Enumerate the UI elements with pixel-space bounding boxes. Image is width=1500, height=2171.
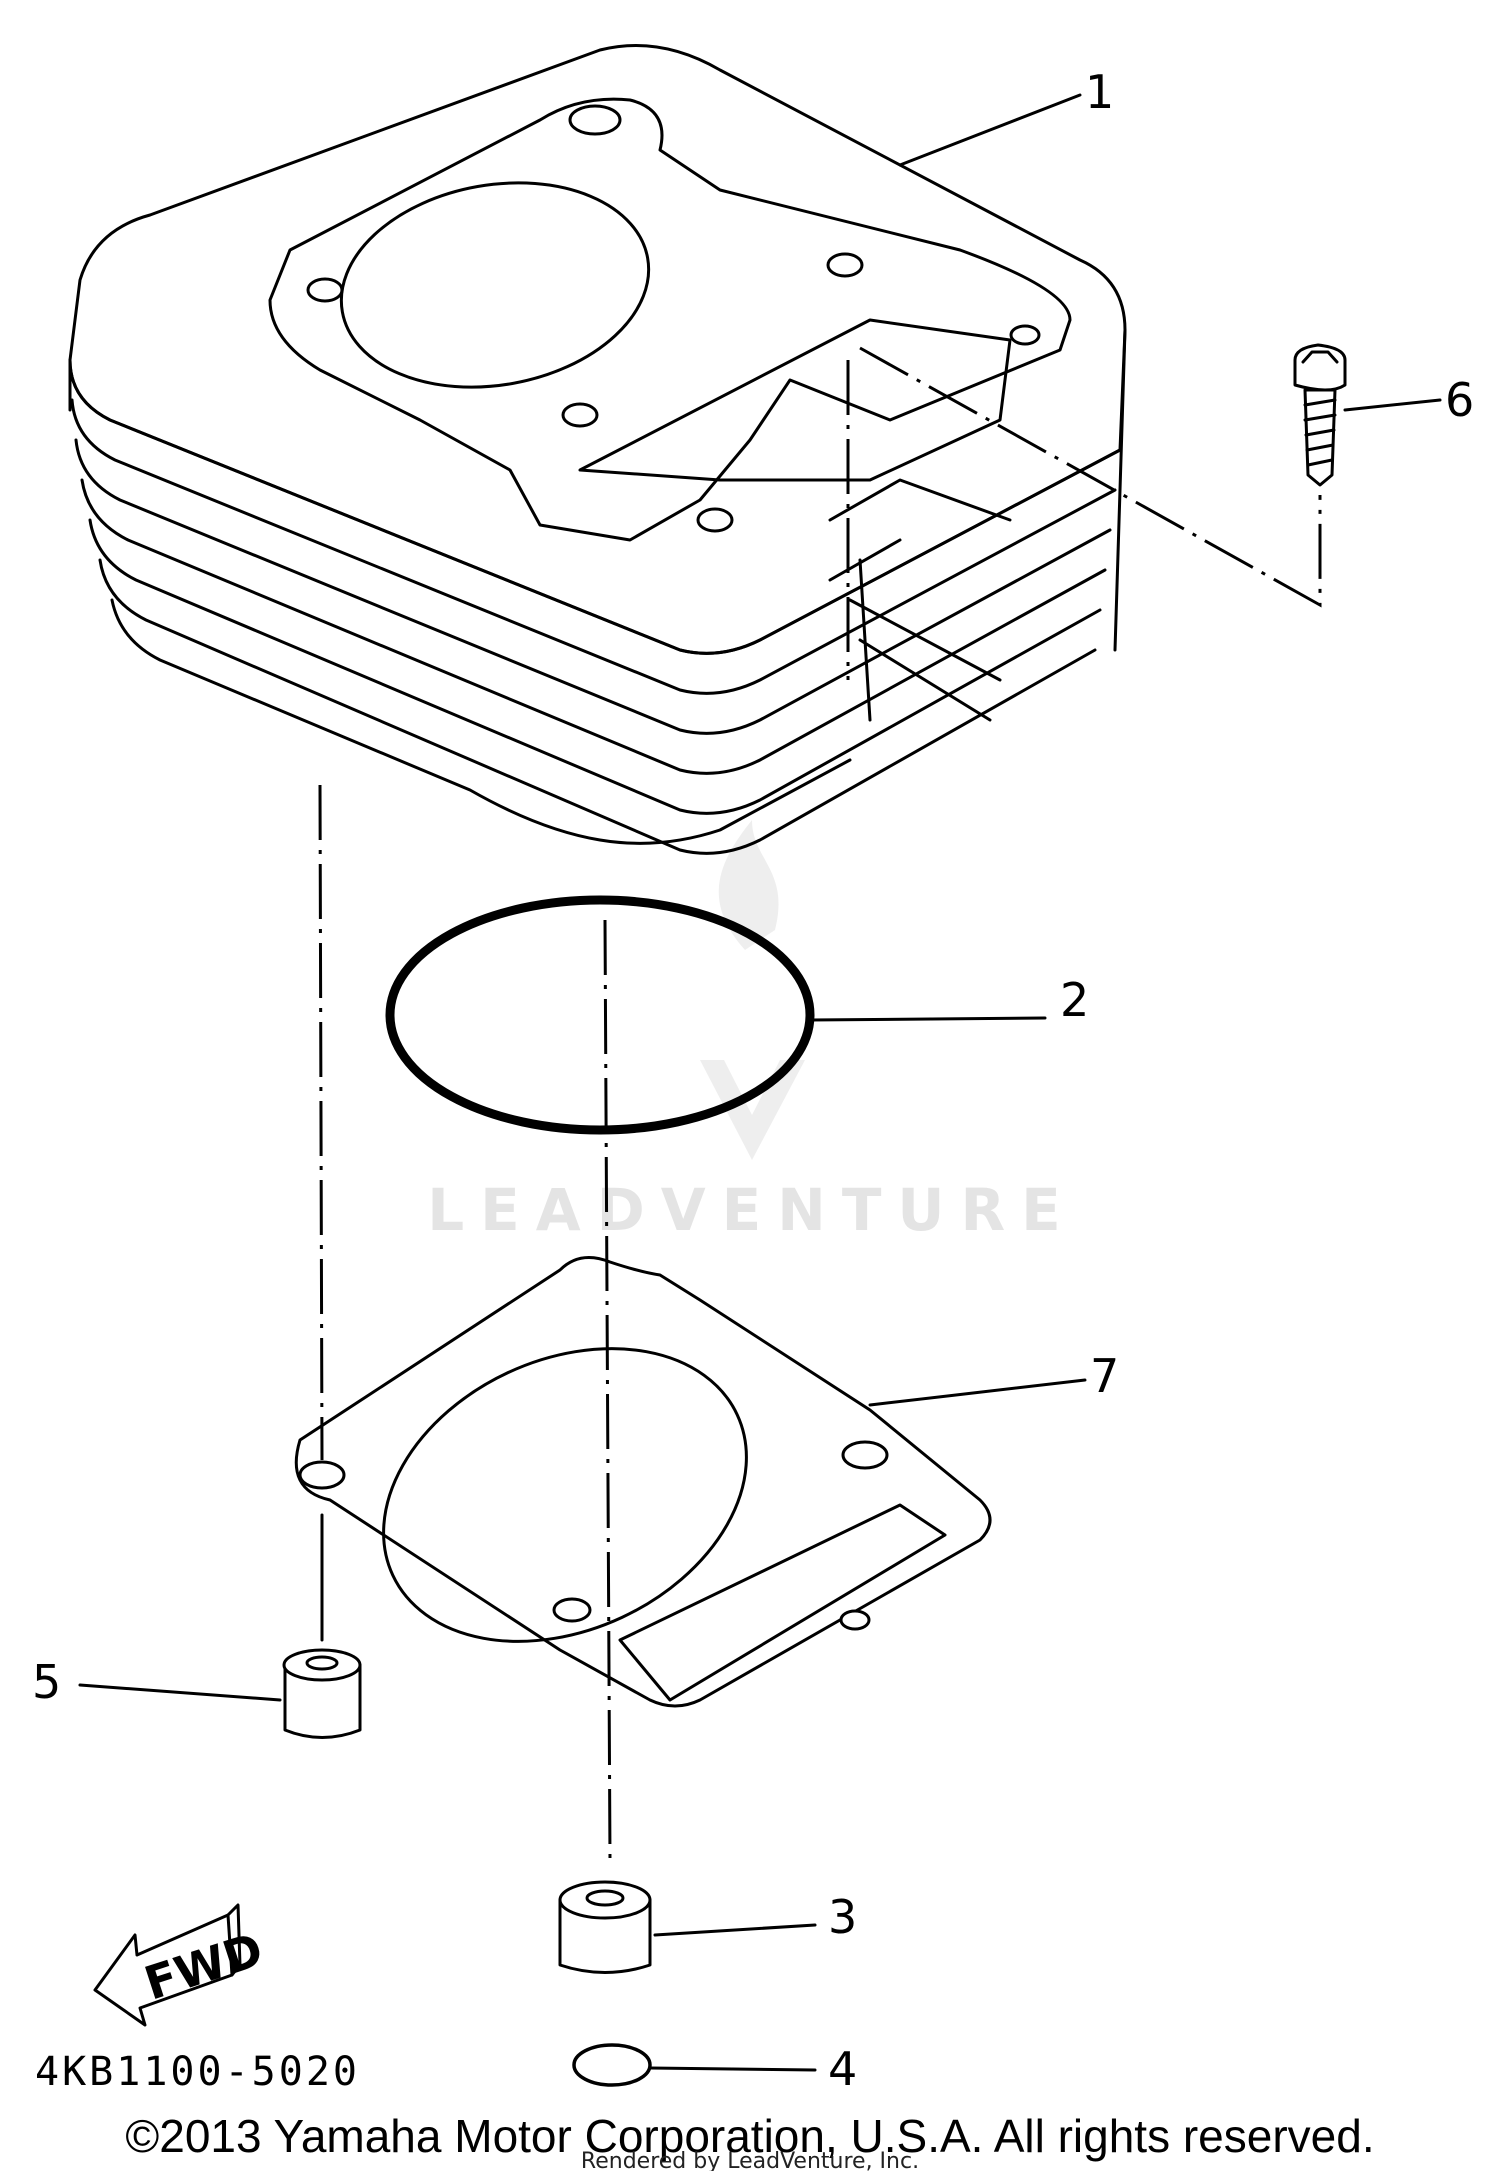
dowel-guide-left	[318, 784, 324, 1461]
part-code: 4KB1100-5020	[35, 2049, 360, 2095]
callout-1: 1	[1085, 65, 1114, 119]
leader-6	[1343, 398, 1442, 412]
leader-1	[898, 93, 1082, 167]
small-oring-part[interactable]	[572, 2043, 652, 2087]
copyright-notice: ©2013 Yamaha Motor Corporation, U.S.A. A…	[125, 2110, 1374, 2162]
dowel-guide-center	[603, 919, 612, 1861]
callout-7: 7	[1090, 1349, 1119, 1403]
leader-7	[868, 1378, 1087, 1407]
callout-3: 3	[828, 1890, 857, 1944]
callout-5: 5	[32, 1655, 61, 1709]
dowel-pin-left[interactable]	[282, 1648, 362, 1739]
callout-2: 2	[1060, 973, 1089, 1027]
watermark-text: LEADVENTURE	[427, 1176, 1077, 1244]
dowel-pin-center[interactable]	[558, 1880, 652, 1974]
leader-2	[808, 1016, 1047, 1022]
callout-6: 6	[1445, 373, 1474, 427]
watermark-logo	[700, 820, 805, 1160]
leader-4	[648, 2066, 817, 2072]
bolt-part[interactable]	[1293, 343, 1347, 487]
bolt-hole-guide	[859, 346, 1322, 608]
leader-3	[653, 1923, 817, 1937]
cylinder-part[interactable]	[68, 44, 1127, 855]
base-gasket-part[interactable]	[294, 1256, 992, 1708]
fwd-arrow-icon: FWD	[93, 1903, 269, 2027]
leader-5	[78, 1683, 282, 1702]
rendered-by: Rendered by LeadVenture, Inc.	[581, 2149, 919, 2171]
callout-4: 4	[828, 2042, 857, 2096]
oring-part[interactable]	[385, 895, 815, 1135]
